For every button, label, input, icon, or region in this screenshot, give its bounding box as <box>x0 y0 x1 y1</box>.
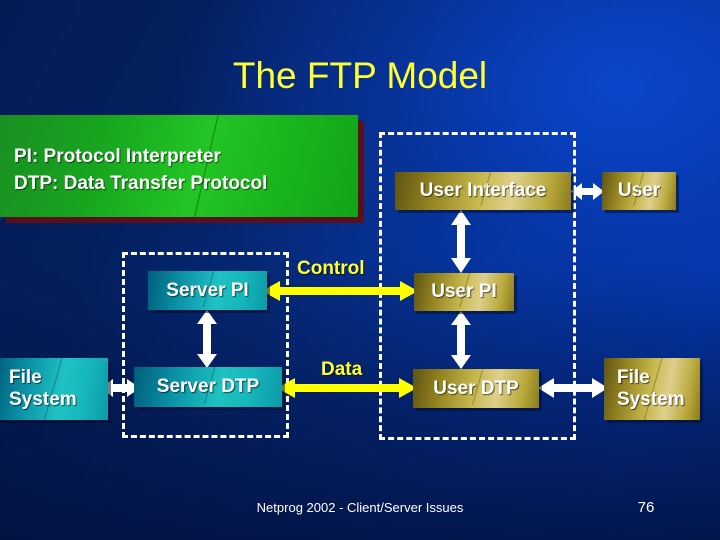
arrow-control-link <box>262 281 418 301</box>
node-file-system-right[interactable]: File System <box>604 358 700 420</box>
arrow-user-pi-to-user-dtp <box>450 311 472 369</box>
node-user-dtp[interactable]: User DTP <box>413 369 539 408</box>
node-user-interface[interactable]: User Interface <box>395 172 571 210</box>
server-side-region <box>122 252 289 438</box>
footer-credit: Netprog 2002 - Client/Server Issues <box>256 500 464 515</box>
slide-title: The FTP Model <box>232 55 488 96</box>
node-file-system-left-label: File System <box>9 367 77 410</box>
node-user-pi[interactable]: User PI <box>414 273 514 311</box>
node-server-pi-label: Server PI <box>166 279 249 301</box>
legend-text: PI: Protocol Interpreter DTP: Data Trans… <box>14 146 268 194</box>
node-user-pi-label: User PI <box>431 281 497 302</box>
legend-box: PI: Protocol Interpreter DTP: Data Trans… <box>0 115 358 217</box>
arrow-user-interface-to-user <box>571 182 604 201</box>
label-control: Control <box>297 258 365 279</box>
node-file-system-left[interactable]: File System <box>0 358 108 420</box>
arrow-user-interface-to-user-pi <box>450 210 472 273</box>
arrow-file-system-left-to-server-dtp <box>100 379 140 397</box>
label-data: Data <box>321 359 363 380</box>
node-file-system-right-label: File System <box>617 367 685 410</box>
user-side-region <box>379 132 576 440</box>
arrow-data-link <box>277 378 417 398</box>
node-user-dtp-label: User DTP <box>433 377 519 399</box>
node-server-pi[interactable]: Server PI <box>148 271 267 310</box>
node-user-interface-label: User Interface <box>419 180 547 201</box>
node-user[interactable]: User <box>602 172 676 210</box>
arrow-server-pi-to-server-dtp <box>196 310 218 368</box>
node-server-dtp[interactable]: Server DTP <box>134 367 282 407</box>
node-server-dtp-label: Server DTP <box>156 376 260 397</box>
node-user-label: User <box>617 180 661 201</box>
footer-page-number: 76 <box>637 499 655 516</box>
arrow-user-dtp-to-file-system-right <box>538 378 608 398</box>
